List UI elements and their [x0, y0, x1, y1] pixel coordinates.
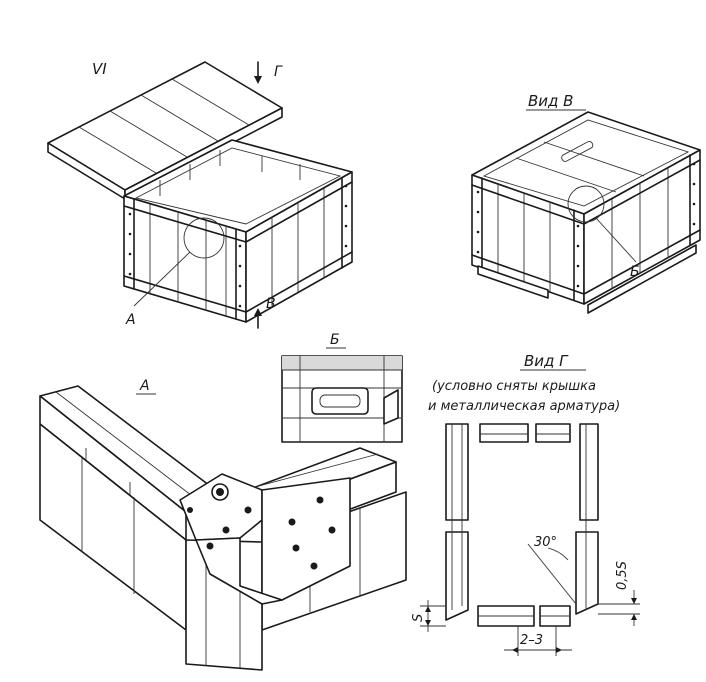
gap-dimension: 0,5S — [598, 561, 640, 626]
left-wall-section — [445, 423, 469, 621]
figure-number: VI — [92, 60, 107, 78]
detail-a-title: А — [139, 378, 150, 394]
handle-plate — [311, 387, 369, 415]
dim-width-label: 2–3 — [520, 633, 543, 648]
detail-a: А — [39, 378, 407, 671]
top-boards-section — [479, 423, 571, 443]
callout-b-label: Б — [630, 264, 640, 280]
open-crate-figure: VI — [47, 60, 353, 329]
dim-gap-label: 0,5S — [615, 561, 630, 590]
view-g-section: Вид Г (условно сняты крышка и металличес… — [411, 352, 640, 656]
angle-dimension: 30° — [527, 535, 577, 605]
detail-b-title: Б — [330, 332, 340, 348]
bottom-boards-section — [477, 605, 571, 627]
crate-body — [123, 139, 353, 323]
right-wall-section — [575, 423, 599, 615]
thickness-dimension: S — [411, 600, 446, 632]
view-g-note-line2: и металлическая арматура) — [428, 399, 620, 414]
crate-rivets — [128, 184, 348, 308]
arrow-v-indicator: В — [254, 296, 276, 329]
view-g-title: Вид Г — [524, 352, 569, 370]
arrow-v-label: В — [266, 296, 276, 312]
dim-angle-label: 30° — [534, 535, 557, 550]
closed-crate-figure: Вид В — [471, 92, 701, 314]
width-dimension: 2–3 — [504, 626, 572, 656]
view-v-title: Вид В — [528, 92, 573, 110]
view-g-note-line1: (условно сняты крышка — [432, 379, 596, 394]
corner-bracket — [179, 473, 351, 605]
closed-crate-rivets — [476, 162, 696, 288]
arrow-g-indicator: Г — [254, 61, 283, 84]
dim-thickness-label: S — [411, 614, 426, 622]
detail-b: Б — [281, 332, 403, 443]
arrow-g-label: Г — [274, 64, 283, 80]
callout-a-label: А — [125, 312, 136, 328]
